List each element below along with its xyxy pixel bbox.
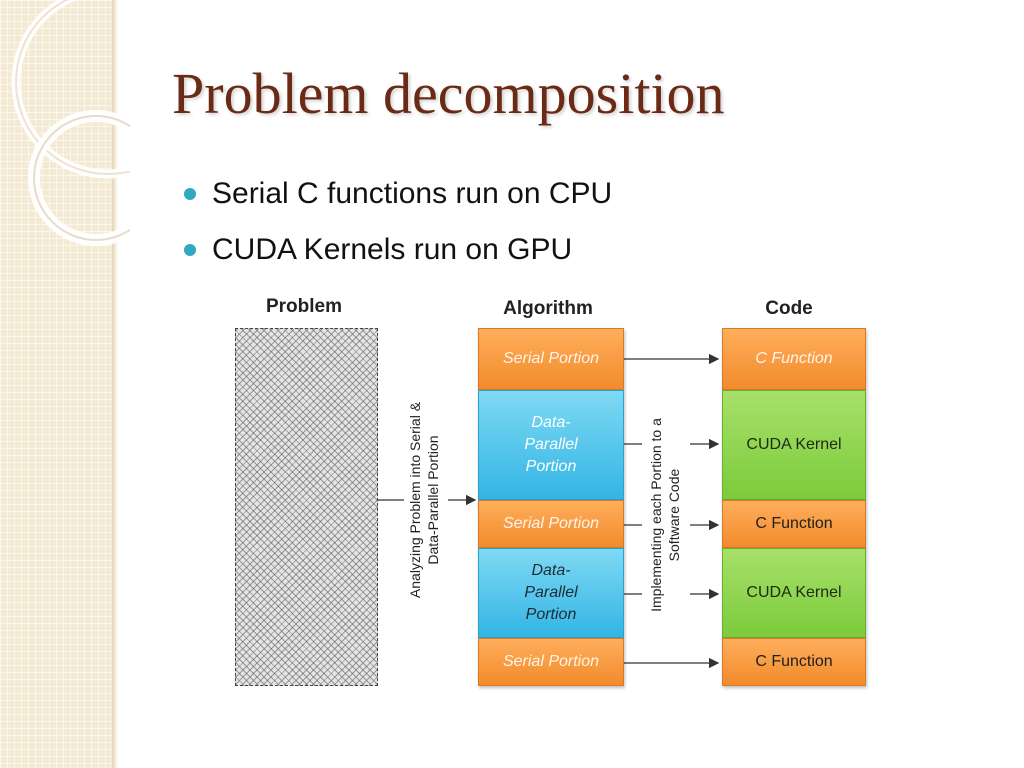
analyze-label-line: Data-Parallel Portion — [425, 435, 441, 565]
serial-portion-block: Serial Portion — [478, 500, 624, 548]
block-label: CUDA Kernel — [746, 436, 842, 453]
problem-block — [235, 328, 378, 686]
data-parallel-portion-block: Data-Parallel Portion — [478, 390, 624, 500]
bullet-dot-icon — [184, 188, 196, 200]
block-label: C Function — [755, 350, 833, 367]
block-label: C Function — [755, 653, 833, 670]
c-function-block: C Function — [722, 638, 866, 686]
block-label: Data-Parallel Portion — [524, 414, 578, 475]
block-label: Serial Portion — [502, 515, 600, 532]
cuda-kernel-block: CUDA Kernel — [722, 548, 866, 638]
diagram-connectors — [378, 353, 720, 669]
block-label: CUDA Kernel — [746, 584, 842, 601]
implement-label-line: Implementing each Portion to a — [648, 418, 664, 612]
side-band-edge — [112, 0, 118, 768]
c-function-block: C Function — [722, 328, 866, 390]
bullet-text: Serial C functions run on CPU — [212, 177, 613, 210]
bullet-list: Serial C functions run on CPU CUDA Kerne… — [182, 172, 612, 284]
decomposition-diagram: Problem Algorithm Code Analyzing Problem… — [222, 290, 902, 700]
implement-label: Implementing each Portion to a Software … — [647, 415, 687, 615]
block-label: Data-Parallel Portion — [524, 562, 578, 623]
analyze-label: Analyzing Problem into Serial & Data-Par… — [406, 400, 446, 600]
decorative-rings — [11, 0, 130, 246]
data-parallel-portion-block: Data-Parallel Portion — [478, 548, 624, 638]
bullet-item: Serial C functions run on CPU — [182, 172, 612, 228]
block-label: Serial Portion — [502, 350, 600, 367]
block-label: C Function — [755, 515, 833, 532]
problem-header: Problem — [265, 296, 343, 317]
code-header: Code — [765, 298, 813, 319]
serial-portion-block: Serial Portion — [478, 328, 624, 390]
bullet-dot-icon — [184, 244, 196, 256]
algorithm-header: Algorithm — [503, 298, 593, 319]
analyze-label-line: Analyzing Problem into Serial & — [407, 401, 423, 599]
cuda-kernel-block: CUDA Kernel — [722, 390, 866, 500]
bullet-item: CUDA Kernels run on GPU — [182, 228, 612, 284]
slide-title: Problem decomposition — [172, 61, 725, 126]
implement-label-line: Software Code — [666, 468, 682, 562]
c-function-block: C Function — [722, 500, 866, 548]
serial-portion-block: Serial Portion — [478, 638, 624, 686]
bullet-text: CUDA Kernels run on GPU — [212, 233, 573, 266]
block-label: Serial Portion — [502, 653, 600, 670]
